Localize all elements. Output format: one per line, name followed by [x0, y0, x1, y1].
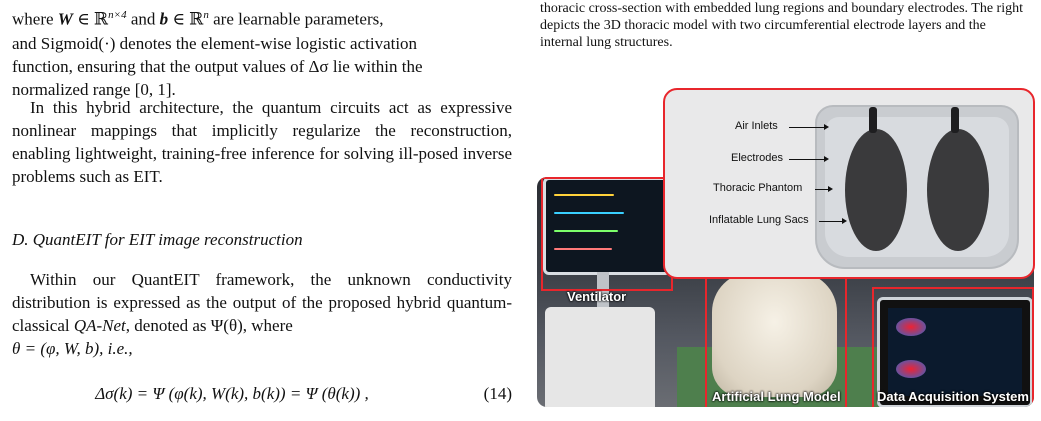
- p3-qanet: QA-Net: [73, 316, 126, 335]
- sup-2: n: [203, 9, 209, 21]
- air-inlet-tube: [951, 107, 959, 133]
- paragraph-3: Within our QuantEIT framework, the unkno…: [12, 268, 512, 360]
- waveform-line: [554, 248, 612, 250]
- label-inflatable-lung-sacs: Inflatable Lung Sacs: [709, 214, 809, 226]
- lung-model-box: [705, 265, 847, 407]
- artificial-lung-model: [712, 272, 837, 397]
- ventilator-monitor: [543, 177, 671, 275]
- ventilator-body: [545, 307, 655, 407]
- data-acquisition-device: [877, 297, 1033, 407]
- figure-caption: thoracic cross-section with embedded lun…: [540, 1, 1023, 50]
- label-electrodes: Electrodes: [731, 152, 783, 164]
- eit-image: [896, 318, 926, 336]
- p3-text2: , denoted as Ψ(θ), where: [125, 316, 293, 335]
- arrow-lung-sacs: [819, 218, 847, 224]
- p1-and: and: [126, 9, 160, 29]
- arrow-air-inlets: [789, 124, 829, 130]
- symbol-R2: ℝ: [189, 9, 204, 30]
- ventilator-arm: [597, 272, 609, 312]
- p1-line2: and Sigmoid(·) denotes the element-wise …: [12, 33, 418, 53]
- equation-body: Δσ(k) = Ψ (φ(k), W(k), b(k)) = Ψ (θ(k)) …: [95, 384, 369, 403]
- sup-1: n×4: [108, 9, 127, 21]
- arrow-electrodes: [789, 156, 829, 162]
- p1-line3: function, ensuring that the output value…: [12, 56, 423, 76]
- arrow-thoracic-phantom: [815, 186, 833, 192]
- air-inlet-tube: [869, 107, 877, 133]
- waveform-line: [554, 212, 624, 214]
- ventilator-box: [541, 177, 673, 291]
- waveform-line: [554, 230, 618, 232]
- waveform-line: [554, 194, 614, 196]
- symbol-R1: ℝ: [94, 9, 109, 30]
- equation-number: (14): [483, 384, 512, 403]
- lung-sac-left: [845, 129, 907, 251]
- p1-in2: ∈: [168, 9, 190, 29]
- das-box: [872, 287, 1034, 407]
- p1-prefix: where: [12, 9, 58, 29]
- p1-rest: are learnable parameters,: [208, 9, 384, 29]
- thoracic-phantom-3d: [815, 105, 1019, 269]
- das-screen: [888, 308, 1022, 396]
- p3-line4: θ = (φ, W, b), i.e.,: [12, 339, 133, 358]
- p3-text: Within our QuantEIT framework, the unkno…: [12, 270, 512, 335]
- ventilator-label: Ventilator: [567, 289, 627, 304]
- section-heading: D. QuantEIT for EIT image reconstruction: [12, 230, 303, 249]
- label-air-inlets: Air Inlets: [735, 120, 778, 132]
- lung-sac-right: [927, 129, 989, 251]
- lung-model-label: Artificial Lung Model: [712, 389, 841, 404]
- equation-14: Δσ(k) = Ψ (φ(k), W(k), b(k)) = Ψ (θ(k)) …: [12, 384, 512, 404]
- label-thoracic-phantom: Thoracic Phantom: [713, 182, 803, 194]
- das-label: Data Acquisition System: [877, 389, 1029, 404]
- symbol-b: b: [159, 9, 169, 29]
- paragraph-2: In this hybrid architecture, the quantum…: [12, 98, 512, 186]
- thoracic-model-inset: Air Inlets Electrodes Thoracic Phantom I…: [663, 88, 1035, 279]
- p1-in1: ∈: [72, 9, 94, 29]
- paragraph-1: where W ∈ ℝn×4 and b ∈ ℝn are learnable …: [12, 4, 512, 101]
- p1-line4: normalized range [0, 1].: [12, 79, 176, 99]
- symbol-W: W: [57, 9, 73, 29]
- eit-image: [896, 360, 926, 378]
